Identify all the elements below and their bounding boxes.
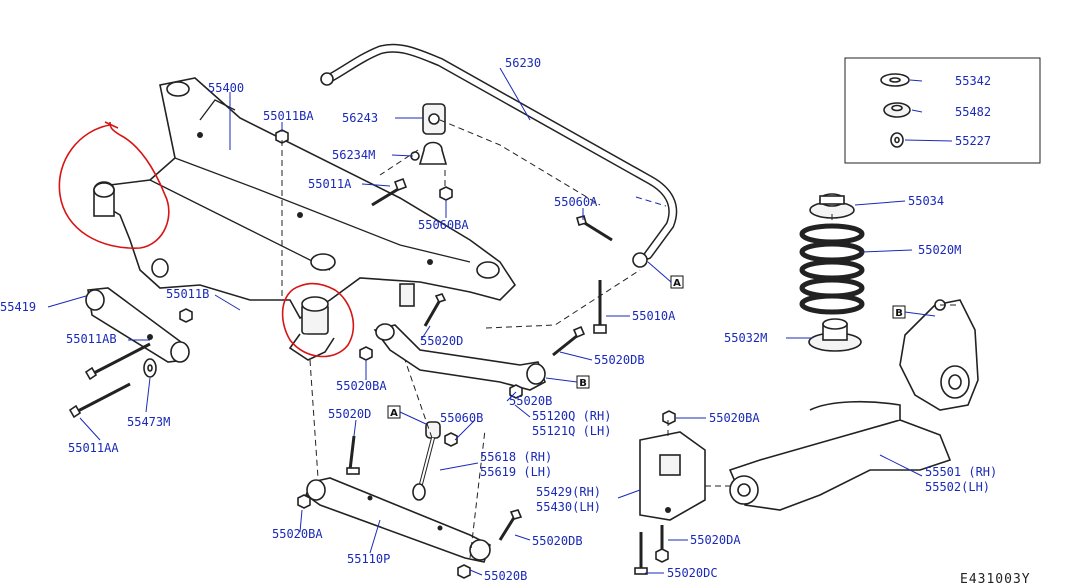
label-55429: 55429(RH)	[536, 485, 601, 499]
svg-text:B: B	[579, 378, 587, 389]
label-55120Q: 55120Q (RH)	[532, 409, 611, 423]
lower-seat-55032M	[808, 318, 862, 352]
stabilizer-clamp	[410, 141, 448, 165]
label-55011AB: 55011AB	[66, 332, 117, 346]
label-55227: 55227	[955, 134, 991, 148]
red-annotation-marks	[58, 121, 355, 358]
label-55020DA: 55020DA	[690, 533, 741, 547]
bolt-55020DB-lower	[498, 509, 523, 541]
label-56230: 56230	[505, 56, 541, 70]
inset-box	[844, 57, 1041, 164]
label-55020M: 55020M	[918, 243, 961, 257]
bolt-55020DA	[655, 525, 669, 563]
bracket-55429	[639, 431, 706, 521]
ref-box-a-top: A	[647, 261, 684, 289]
stabilizer-bar	[320, 43, 678, 268]
nut-55020B-lower	[457, 564, 471, 579]
label-55020B-upper: 55020B	[509, 394, 552, 408]
upper-link-55120Q	[373, 323, 546, 391]
bolt-55020D-upper	[423, 293, 447, 327]
label-55060A: 55060A	[554, 195, 598, 209]
nut-55020BA-right	[662, 410, 676, 425]
lower-arm-55501	[728, 400, 952, 511]
label-56243: 56243	[342, 111, 378, 125]
svg-text:A: A	[390, 408, 398, 419]
label-55020B-lower: 55020B	[484, 569, 527, 583]
label-55020DC: 55020DC	[667, 566, 718, 580]
label-55020D-lower: 55020D	[328, 407, 371, 421]
nut-55020BA-left	[359, 346, 373, 361]
bolt-55011AA	[68, 382, 131, 419]
coil-spring-55020M	[799, 223, 865, 315]
leader-lines	[47, 67, 953, 576]
label-55110P: 55110P	[347, 552, 390, 566]
nut-55020BA-lower	[297, 494, 311, 509]
ref-box-b-right: B	[892, 305, 936, 319]
label-55020D-upper: 55020D	[420, 334, 463, 348]
label-55619: 55619 (LH)	[480, 465, 552, 479]
bolt-55010A	[593, 280, 607, 334]
label-55618: 55618 (RH)	[480, 450, 552, 464]
svg-text:A: A	[673, 278, 681, 289]
label-55400: 55400	[208, 81, 244, 95]
label-55011B: 55011B	[166, 287, 209, 301]
nut-55011B	[179, 308, 193, 323]
label-55010A: 55010A	[632, 309, 676, 323]
assembly-lines	[281, 119, 960, 559]
ref-box-b-top: B	[545, 375, 590, 389]
label-55430: 55430(LH)	[536, 500, 601, 514]
label-55482: 55482	[955, 105, 991, 119]
label-55020BA-left: 55020BA	[336, 379, 387, 393]
label-55060B: 55060B	[440, 411, 483, 425]
label-55060BA: 55060BA	[418, 218, 469, 232]
washer-55473M	[143, 358, 157, 378]
stabilizer-bushing	[422, 103, 446, 135]
bolt-55020D-lower	[346, 435, 360, 475]
bolt-55011AB	[84, 342, 151, 381]
label-55473M: 55473M	[127, 415, 170, 429]
stabilizer-link-55618	[412, 421, 441, 501]
rear-subframe	[93, 77, 517, 320]
label-55020DB-lower: 55020DB	[532, 534, 583, 548]
label-55011AA: 55011AA	[68, 441, 119, 455]
stabilizer-nut	[439, 186, 453, 201]
label-55342: 55342	[955, 74, 991, 88]
label-55121Q: 55121Q (LH)	[532, 424, 611, 438]
label-55419: 55419	[0, 300, 36, 314]
bolt-55060A	[576, 215, 613, 242]
svg-text:B: B	[895, 308, 903, 319]
label-55032M: 55032M	[724, 331, 767, 345]
ref-box-a-lower: A	[387, 405, 427, 425]
label-56234M: 56234M	[332, 148, 375, 162]
trailing-link-55419	[85, 287, 190, 363]
nut-55060B	[444, 432, 458, 447]
label-55501: 55501 (RH)	[925, 465, 997, 479]
bolt-55020DB-upper	[552, 325, 586, 357]
label-55011BA: 55011BA	[263, 109, 314, 123]
label-55020DB-upper: 55020DB	[594, 353, 645, 367]
lower-arm-55110P	[304, 477, 491, 563]
label-55502: 55502(LH)	[925, 480, 990, 494]
label-55011A: 55011A	[308, 177, 352, 191]
bolt-55011A	[371, 177, 408, 207]
bolt-55020DC	[634, 532, 648, 575]
drawing-code: E431003Y	[960, 572, 1031, 587]
label-55020BA-lower: 55020BA	[272, 527, 323, 541]
label-55020BA-right: 55020BA	[709, 411, 760, 425]
part-labels: 56230 55400 55011BA 56243 56234M 55011A …	[0, 56, 997, 583]
axle-knuckle	[899, 299, 979, 411]
label-55034: 55034	[908, 194, 944, 208]
